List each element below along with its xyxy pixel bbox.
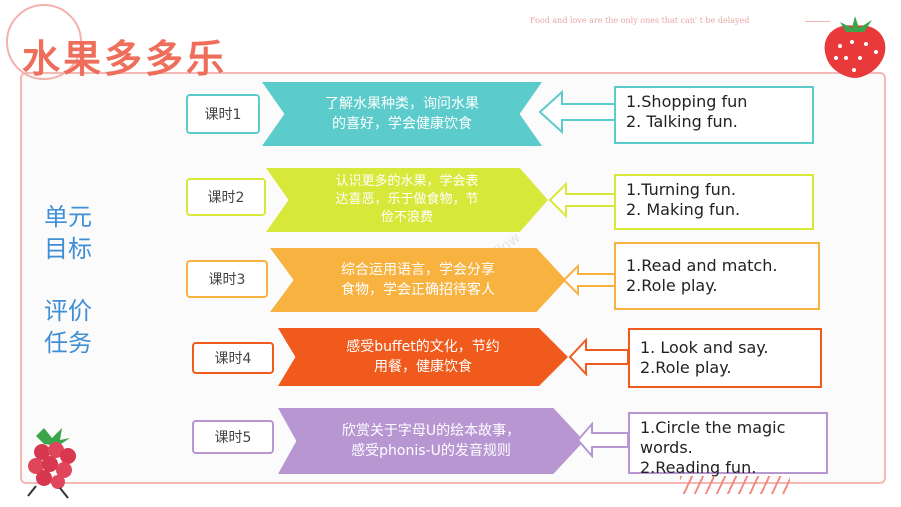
goal-text-3: 综合运用语言，学会分享 食物，学会正确招待客人 (340, 262, 495, 298)
goal-banner-3: 综合运用语言，学会分享 食物，学会正确招待客人 (270, 248, 566, 312)
side-label-unit: 单元 (44, 203, 92, 231)
goal-text-4: 感受buffet的文化，节约 用餐，健康饮食 (346, 339, 500, 375)
lesson-label-4: 课时4 (192, 342, 274, 374)
tagline-rule (805, 21, 830, 22)
goal-text-1: 了解水果种类，询问水果 的喜好，学会健康饮食 (325, 96, 479, 132)
side-label-task: 任务 (44, 329, 92, 357)
goal-text-2: 认识更多的水果，学会表 达喜恶，乐于做食物，节 俭不浪费 (335, 174, 479, 225)
arrow-left-icon (568, 337, 629, 377)
task-box-3: 1.Read and match. 2.Role play. (614, 242, 820, 310)
goal-banner-2: 认识更多的水果，学会表 达喜恶，乐于做食物，节 俭不浪费 (266, 168, 548, 232)
arrow-left-icon (548, 181, 617, 219)
lesson-label-3: 课时3 (186, 260, 268, 298)
task-box-5: 1.Circle the magic words. 2.Reading fun. (628, 412, 828, 477)
arrow-left-icon (538, 90, 619, 134)
goal-banner-1: 了解水果种类，询问水果 的喜好，学会健康饮食 (262, 82, 542, 146)
lesson-label-2: 课时2 (186, 178, 266, 216)
side-label-eval: 评价 (44, 297, 92, 325)
goal-banner-5: 欣赏关于字母U的绘本故事， 感受phonis-U的发音规则 (278, 408, 584, 474)
page-title: 水果多多乐 (22, 37, 228, 81)
lesson-label-1: 课时1 (186, 94, 260, 134)
task-box-1: 1.Shopping fun 2. Talking fun. (614, 86, 814, 144)
strawberry-icon (824, 16, 886, 79)
goal-banner-4: 感受buffet的文化，节约 用餐，健康饮食 (278, 328, 568, 386)
lesson-label-5: 课时5 (192, 420, 274, 454)
task-box-2: 1.Turning fun. 2. Making fun. (614, 174, 814, 230)
side-label-goal: 目标 (44, 235, 92, 263)
goal-text-5: 欣赏关于字母U的绘本故事， 感受phonis-U的发音规则 (341, 423, 521, 459)
task-box-4: 1. Look and say. 2.Role play. (628, 328, 822, 388)
decorative-circle (6, 4, 82, 80)
arrow-left-icon (562, 263, 617, 297)
decorative-stripes (680, 476, 790, 494)
tagline: Food and love are the only ones that can… (530, 16, 750, 25)
arrow-left-icon (576, 421, 629, 459)
raspberry-icon (27, 428, 76, 499)
